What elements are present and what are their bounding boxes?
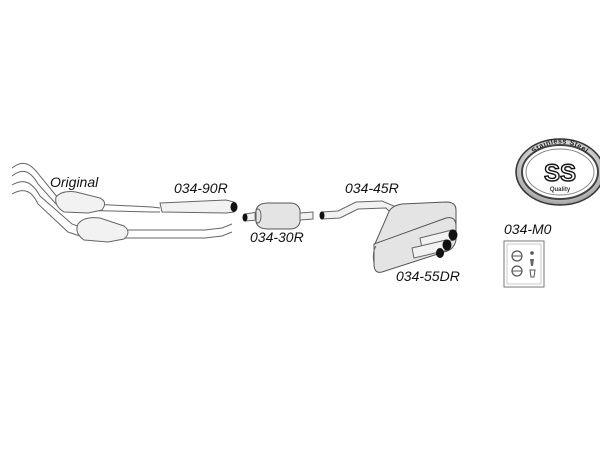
center-muffler-034-30R: [242, 202, 314, 230]
label-034-30R: 034-30R: [250, 229, 304, 245]
rear-muffler-034-55DR: [372, 201, 458, 273]
logo-bottom-text: Quality: [550, 187, 571, 193]
label-034-M0: 034-M0: [504, 221, 552, 237]
stainless-steel-quality-logo: Stainless Steel SS Quality: [515, 138, 600, 206]
front-pipe-034-90R: [159, 199, 238, 214]
mounting-kit-034-M0: [503, 240, 545, 288]
label-034-90R: 034-90R: [174, 180, 228, 196]
label-original: Original: [50, 174, 99, 190]
original-exhaust: [11, 162, 233, 243]
label-034-45R: 034-45R: [345, 180, 399, 196]
logo-main-text: SS: [544, 160, 576, 187]
label-034-55DR: 034-55DR: [396, 268, 460, 284]
